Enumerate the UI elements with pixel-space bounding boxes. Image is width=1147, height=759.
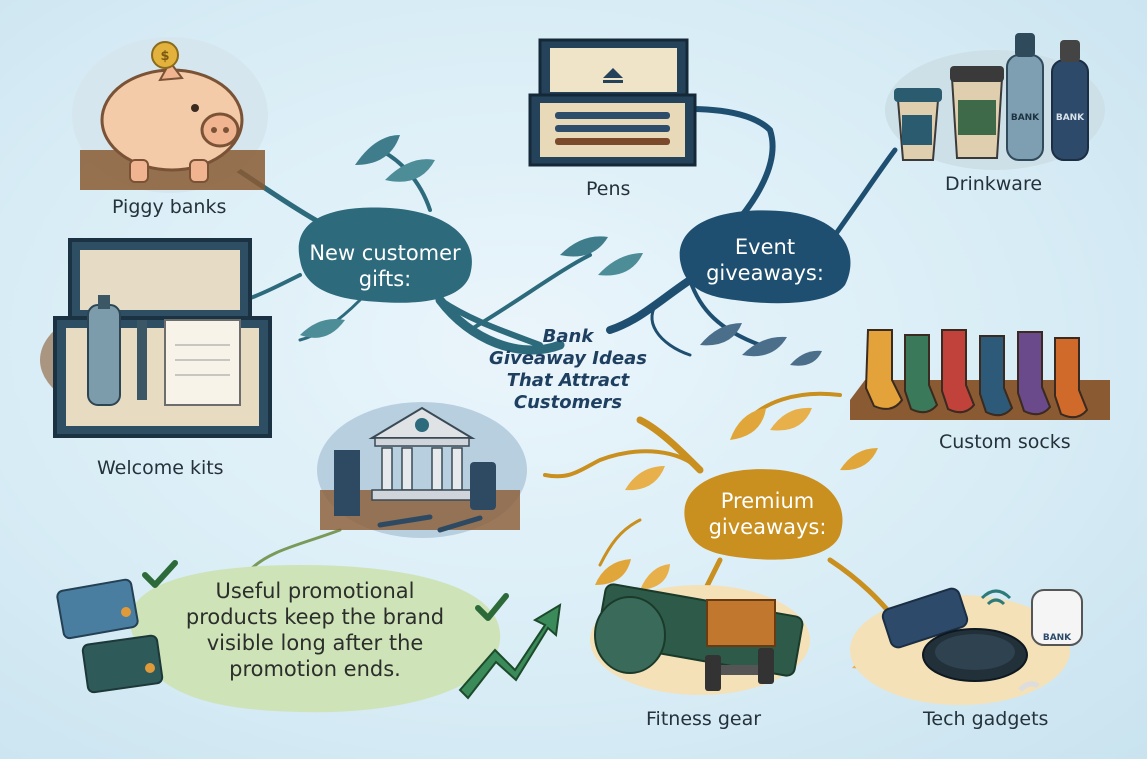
growth-arrow-icon — [458, 603, 562, 700]
pens-icon — [528, 38, 697, 167]
leaf-icon — [300, 135, 888, 669]
event-bubble — [679, 210, 851, 304]
custom-socks-label: Custom socks — [939, 431, 1071, 453]
svg-text:$: $ — [160, 49, 169, 64]
socks-icon — [850, 329, 1110, 420]
pens-label: Pens — [586, 178, 631, 200]
new-customer-bubble — [298, 207, 472, 303]
piggy-bank-icon: $ — [72, 37, 268, 193]
tech-gadgets-label: Tech gadgets — [923, 708, 1049, 730]
bank-building-icon — [317, 402, 527, 538]
fitness-gear-label: Fitness gear — [646, 708, 762, 730]
piggy-banks-label: Piggy banks — [112, 196, 227, 218]
central-title: Bank Giveaway Ideas That Attract Custome… — [489, 326, 647, 413]
bottle-bank-text: BANK — [1011, 113, 1040, 123]
fitness-gear-icon — [590, 583, 810, 695]
promotional-note: Useful promotional products keep the bra… — [185, 579, 445, 681]
welcome-kits-label: Welcome kits — [97, 457, 224, 479]
branch-note — [248, 528, 342, 572]
credit-card-icon — [56, 578, 164, 694]
welcome-kit-icon — [40, 238, 272, 438]
premium-bubble — [684, 469, 843, 560]
case-bank-text: BANK — [1043, 633, 1072, 643]
checkmark-icon — [142, 560, 509, 621]
drinkware-label: Drinkware — [945, 173, 1043, 195]
tech-gadgets-icon: BANK — [850, 587, 1083, 705]
drinkware-icon: BANK BANK — [885, 33, 1105, 170]
bottle-bank-text-2: BANK — [1056, 113, 1085, 123]
note-bubble — [129, 565, 501, 713]
branch-premium — [543, 391, 903, 628]
